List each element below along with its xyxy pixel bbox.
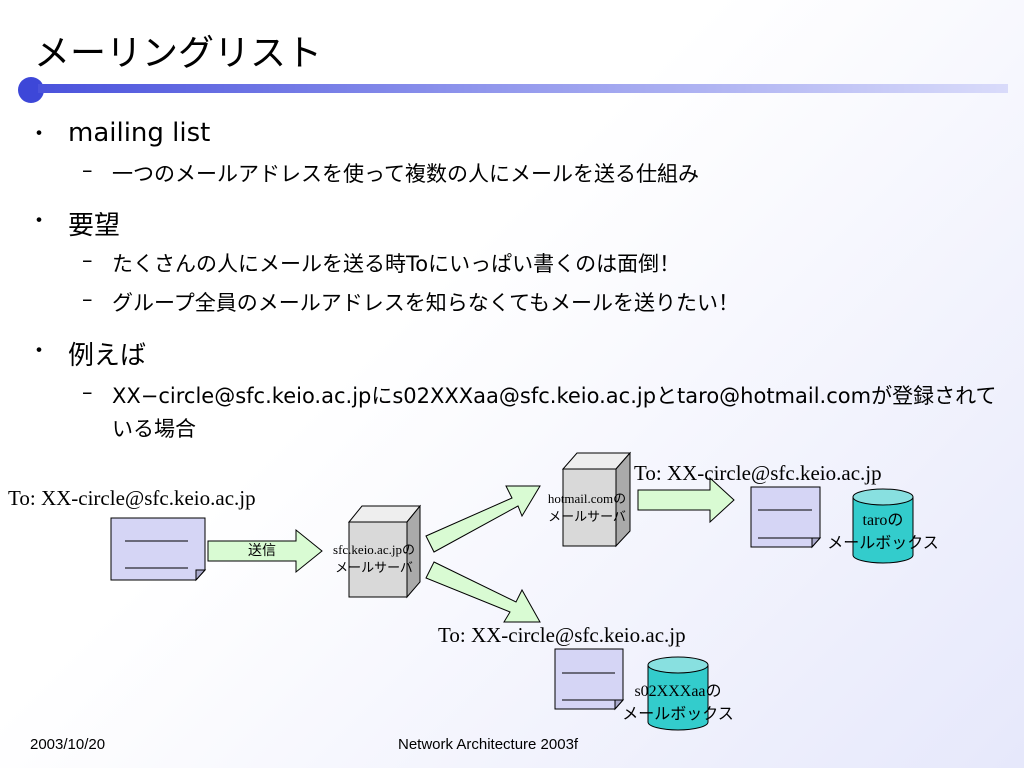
- hotmail-server-icon: [561, 451, 632, 548]
- footer-course: Network Architecture 2003f: [398, 736, 579, 753]
- s02-mailbox-role: メールボックス: [622, 704, 734, 723]
- arrow-to-hotmail-icon: [425, 485, 541, 553]
- s02-mailbox-label: s02XXXaaの メールボックス: [613, 680, 743, 725]
- sender-document-icon: [110, 517, 207, 582]
- sub-bullet-mark: –: [82, 248, 93, 272]
- send-arrow-icon: [207, 528, 323, 574]
- sub-bullet-text: XX−circle@sfc.keio.ac.jpにs02XXXaa@sfc.ke…: [112, 384, 997, 441]
- sfc-to-label: To: XX-circle@sfc.keio.ac.jp: [438, 623, 686, 647]
- sender-to-label: To: XX-circle@sfc.keio.ac.jp: [8, 486, 256, 510]
- sfc-document-icon: [554, 648, 625, 711]
- title-underline-bar: [38, 84, 1008, 93]
- arrow-to-sfc-mailbox-icon: [425, 561, 541, 623]
- hotmail-server-domain: hotmail.com: [547, 491, 614, 506]
- taro-mailbox-name: taro: [862, 512, 888, 529]
- sfc-server-role: メールサーバ: [335, 561, 413, 576]
- taro-mailbox-label: taroの メールボックス: [818, 509, 948, 554]
- hotmail-server-label: hotmail.comの メールサーバ: [532, 490, 642, 527]
- s02-mailbox-suffix: の: [705, 681, 722, 700]
- sub-bullet-mark: –: [82, 380, 93, 404]
- slide-title: メーリングリスト: [34, 33, 323, 74]
- sub-bullet-text: たくさんの人にメールを送る時Toにいっぱい書くのは面倒！: [112, 252, 681, 276]
- sub-bullet-text: 一つのメールアドレスを使って複数の人にメールを送る仕組み: [112, 162, 699, 186]
- bullet-mark: ・: [28, 209, 51, 234]
- sub-bullet-mark: –: [82, 287, 93, 311]
- s02-mailbox-name: s02XXXaa: [634, 683, 706, 700]
- arrow-to-taro-icon: [637, 476, 735, 524]
- taro-document-icon: [750, 486, 822, 549]
- s02-mailbox-icon: [647, 656, 709, 731]
- taro-mailbox-icon: [852, 488, 914, 564]
- send-label: 送信: [248, 543, 276, 559]
- sfc-server-icon: [347, 504, 422, 599]
- sub-bullet-mark: –: [82, 158, 93, 182]
- sub-bullet-text: グループ全員のメールアドレスを知らなくてもメールを送りたい！: [112, 291, 740, 315]
- hotmail-server-suffix: の: [613, 492, 627, 507]
- sfc-server-suffix: の: [401, 543, 415, 558]
- bullet-text: 要望: [68, 211, 121, 241]
- bullet-mark: ・: [28, 122, 51, 147]
- bullet-text: 例えば: [68, 341, 147, 371]
- sfc-server-label: sfc.keio.ac.jpの メールサーバ: [314, 541, 434, 578]
- footer-date: 2003/10/20: [30, 736, 106, 753]
- bullet-mark: ・: [28, 339, 51, 364]
- hotmail-to-label: To: XX-circle@sfc.keio.ac.jp: [634, 461, 882, 485]
- bullet-text: mailing list: [68, 118, 211, 148]
- taro-mailbox-suffix: の: [887, 510, 904, 529]
- hotmail-server-role: メールサーバ: [548, 510, 626, 525]
- sfc-server-domain: sfc.keio.ac.jp: [333, 542, 402, 557]
- taro-mailbox-role: メールボックス: [827, 533, 939, 552]
